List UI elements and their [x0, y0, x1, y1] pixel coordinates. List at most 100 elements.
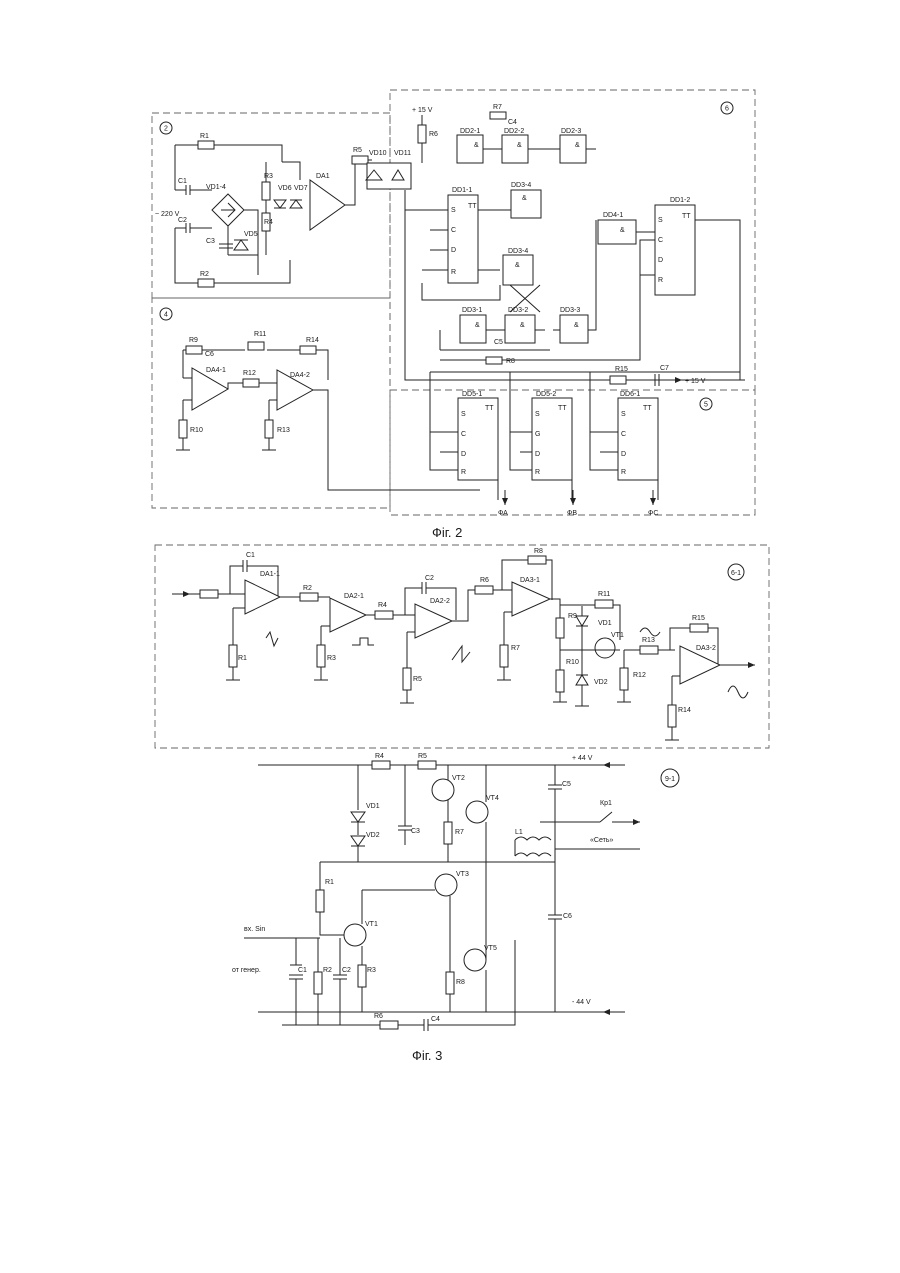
- svg-text:R2: R2: [323, 967, 332, 974]
- svg-text:S: S: [658, 217, 663, 224]
- svg-text:R12: R12: [243, 370, 256, 377]
- gate-dd2-1: [457, 135, 483, 163]
- mains-label: ~ 220 V: [155, 211, 180, 218]
- opamp-da1-1: [245, 580, 280, 614]
- svg-text:VT1: VT1: [365, 921, 378, 928]
- svg-text:R: R: [451, 269, 456, 276]
- svg-text:R5: R5: [353, 147, 362, 154]
- svg-text:R9: R9: [568, 613, 577, 620]
- svg-text:DD2-1: DD2-1: [460, 128, 480, 135]
- svg-text:&: &: [475, 322, 480, 329]
- svg-text:R14: R14: [678, 707, 691, 714]
- svg-text:R: R: [658, 277, 663, 284]
- figure-2: 2 4 6 5 R1 R2 ~ 220 V C1 C2 VD1-4 C3 VD5…: [152, 90, 755, 540]
- svg-text:R14: R14: [306, 337, 319, 344]
- resistor-r3: [262, 182, 270, 200]
- svg-text:R4: R4: [264, 219, 273, 226]
- opamp-da4-1: [192, 368, 228, 410]
- svg-text:R2: R2: [303, 585, 312, 592]
- svg-text:DD1-1: DD1-1: [452, 187, 472, 194]
- svg-text:DA1: DA1: [316, 173, 330, 180]
- svg-text:C: C: [451, 227, 456, 234]
- svg-text:R: R: [461, 469, 466, 476]
- svg-text:TT: TT: [558, 405, 567, 412]
- opamp-da2-1: [330, 598, 366, 632]
- svg-text:DD5-2: DD5-2: [536, 391, 556, 398]
- svg-text:C3: C3: [411, 828, 420, 835]
- gate-dd3-2: [505, 315, 535, 343]
- svg-text:&: &: [517, 142, 522, 149]
- transistor-vt1: [595, 638, 615, 658]
- svg-text:C6: C6: [205, 351, 214, 358]
- svg-text:TT: TT: [485, 405, 494, 412]
- svg-text:R1: R1: [325, 879, 334, 886]
- svg-text:R7: R7: [493, 104, 502, 111]
- svg-text:R8: R8: [534, 548, 543, 555]
- svg-text:C7: C7: [660, 365, 669, 372]
- svg-text:R7: R7: [455, 829, 464, 836]
- svg-text:DD3-1: DD3-1: [462, 307, 482, 314]
- svg-text:C4: C4: [431, 1016, 440, 1023]
- svg-text:&: &: [575, 142, 580, 149]
- svg-text:C2: C2: [342, 967, 351, 974]
- gate-dd4-1: [598, 220, 636, 244]
- svg-text:R13: R13: [642, 637, 655, 644]
- svg-text:DA4-1: DA4-1: [206, 367, 226, 374]
- block-5-label: 5: [704, 402, 708, 409]
- svg-text:C3: C3: [206, 238, 215, 245]
- svg-text:R: R: [621, 469, 626, 476]
- block-2-label: 2: [164, 126, 168, 133]
- block-4-label: 4: [164, 312, 168, 319]
- svg-text:C1: C1: [246, 552, 255, 559]
- svg-text:R8: R8: [506, 358, 515, 365]
- svg-text:L1: L1: [515, 829, 523, 836]
- svg-text:R6: R6: [374, 1013, 383, 1020]
- svg-text:C: C: [621, 431, 626, 438]
- input-label: вх. Sin: [244, 926, 265, 933]
- comparator-da1: [310, 180, 345, 230]
- power-supply-circuit: R1 R2 ~ 220 V C1 C2 VD1-4 C3 VD5 R3 R4 V…: [155, 133, 372, 287]
- svg-text:VD6: VD6: [278, 185, 292, 192]
- block-4-frame: [152, 298, 390, 508]
- svg-text:DD3-4: DD3-4: [511, 182, 531, 189]
- svg-text:VD1-4: VD1-4: [206, 184, 226, 191]
- c7-supply-label: + 15 V: [685, 378, 706, 385]
- svg-text:R7: R7: [511, 645, 520, 652]
- svg-text:DA4-2: DA4-2: [290, 372, 310, 379]
- svg-text:VT1: VT1: [611, 632, 624, 639]
- svg-text:R4: R4: [378, 602, 387, 609]
- svg-text:R6: R6: [480, 577, 489, 584]
- svg-text:R10: R10: [566, 659, 579, 666]
- transistor-vt1: [344, 924, 366, 946]
- svg-text:DD6-1: DD6-1: [620, 391, 640, 398]
- svg-text:VD5: VD5: [244, 231, 258, 238]
- svg-text:VT5: VT5: [484, 945, 497, 952]
- svg-text:S: S: [461, 411, 466, 418]
- svg-text:TT: TT: [468, 203, 477, 210]
- svg-text:S: S: [621, 411, 626, 418]
- relay-label: Кр1: [600, 800, 612, 807]
- svg-text:C: C: [658, 237, 663, 244]
- svg-text:VD1: VD1: [366, 803, 380, 810]
- block-5-flipflops: DD5-1 TT SC DR DD5-2 TT SG DR DD6-1 TT S…: [430, 372, 740, 517]
- block-9-1-label: 9-1: [665, 776, 675, 783]
- output-fb: ФВ: [567, 510, 577, 517]
- figure-3-waveform-shaper: 6-1 C1 DA1-1 R1 R2 DA2-1 R3 R4 C2 DA2-2 …: [155, 545, 769, 748]
- svg-text:TT: TT: [682, 213, 691, 220]
- svg-text:D: D: [461, 451, 466, 458]
- gate-dd2-2: [502, 135, 528, 163]
- svg-text:R12: R12: [633, 672, 646, 679]
- network-label: «Сеть»: [590, 837, 613, 844]
- svg-text:DA3-2: DA3-2: [696, 645, 716, 652]
- svg-text:VD2: VD2: [366, 832, 380, 839]
- svg-text:R5: R5: [418, 753, 427, 760]
- resistor-r2: [198, 279, 214, 287]
- figure-3-power-amplifier: 9-1 + 44 V - 44 V R4 R5 VD1 VD2 C3 VT2 V…: [232, 753, 679, 1063]
- svg-text:R3: R3: [327, 655, 336, 662]
- transistor-vt3: [435, 874, 457, 896]
- svg-text:R4: R4: [375, 753, 384, 760]
- svg-text:VD2: VD2: [594, 679, 608, 686]
- svg-text:VD7: VD7: [294, 185, 308, 192]
- svg-text:R3: R3: [264, 173, 273, 180]
